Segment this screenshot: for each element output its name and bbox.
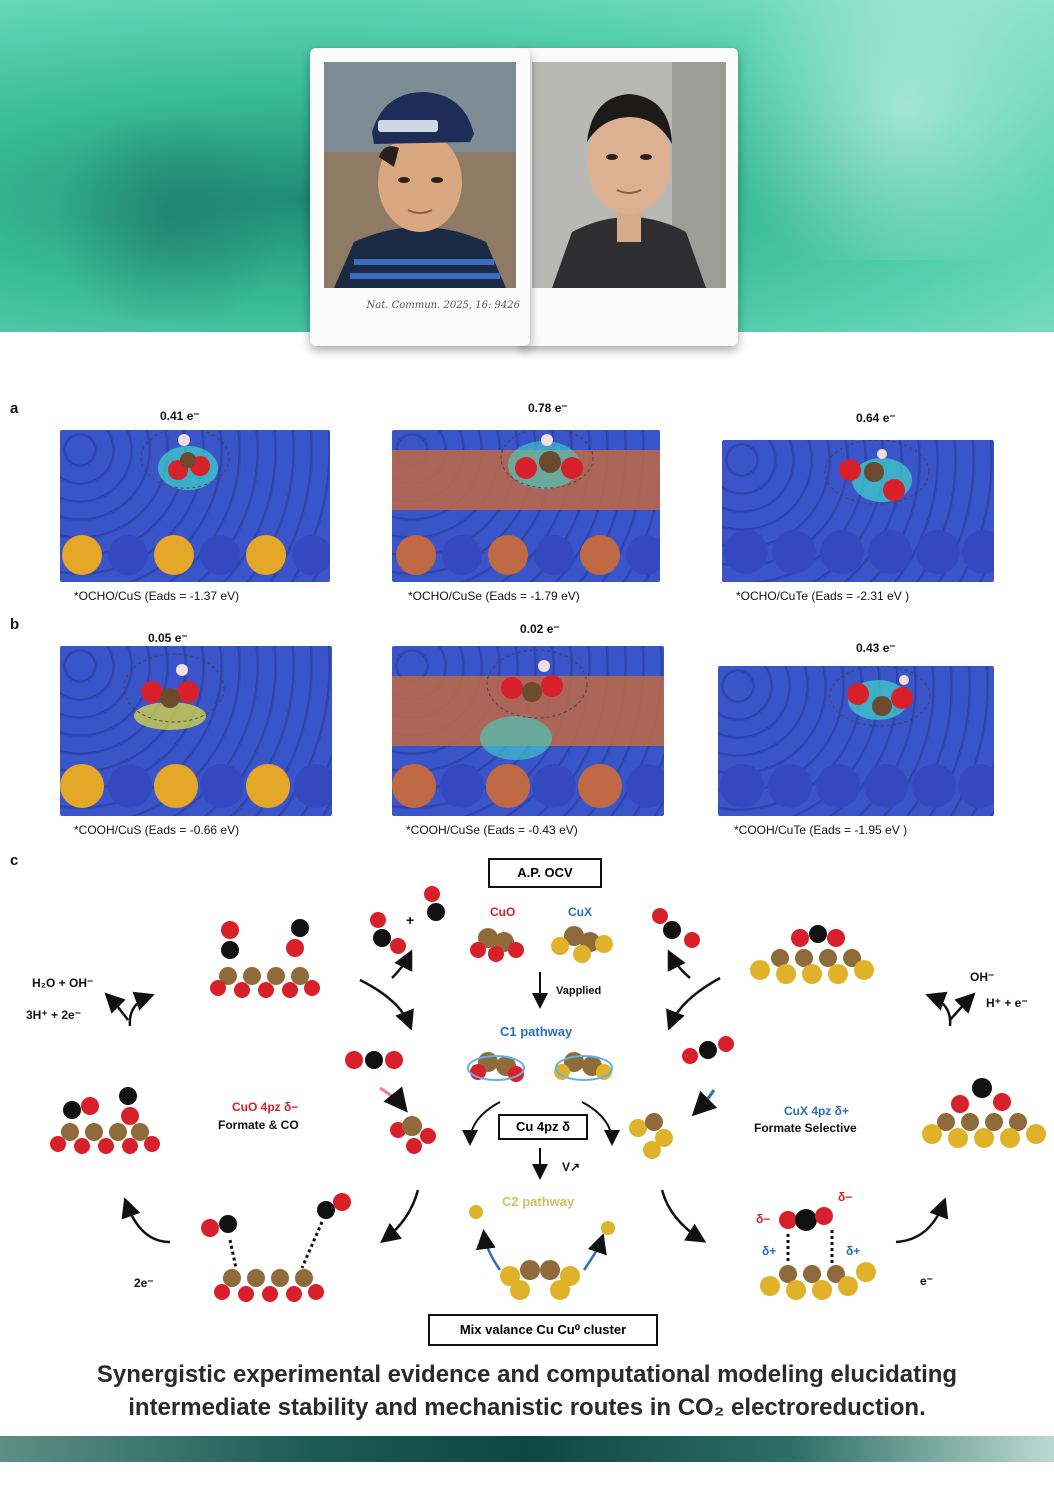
box-ap-ocv: A.P. OCV <box>488 858 602 888</box>
structure-ocho-cute <box>722 440 994 582</box>
left-reaction-2: 3H⁺ + 2e⁻ <box>26 1008 82 1022</box>
delta-plus-left: δ+ <box>762 1244 777 1258</box>
right-electrons: e⁻ <box>920 1274 934 1288</box>
cux-cluster-right-mid <box>922 1078 1046 1148</box>
label-ocho-cute: *OCHO/CuTe (Eads = -2.31 eV ) <box>736 589 910 603</box>
label-ocho-cuse: *OCHO/CuSe (Eads = -1.79 eV) <box>408 589 580 603</box>
figure-caption: Synergistic experimental evidence and co… <box>20 1358 1034 1424</box>
charge-cooh-cuse: 0.02 e⁻ <box>520 622 560 636</box>
charge-cooh-cute: 0.43 e⁻ <box>856 641 896 655</box>
box-mix-valence: Mix valance Cu Cu⁰ cluster <box>428 1314 658 1346</box>
portrait-photo-2 <box>532 62 726 288</box>
box-cu-4pz: Cu 4pz δ <box>498 1114 588 1140</box>
panel-label-c: c <box>10 852 19 869</box>
cuo-cluster-left-bottom <box>201 1193 351 1302</box>
charge-ocho-cuse: 0.78 e⁻ <box>528 401 568 415</box>
mechanism-schematic <box>50 886 1046 1302</box>
structure-cooh-cuse <box>392 646 664 816</box>
panel-label-a: a <box>10 400 19 417</box>
cuo-cluster-left-mid <box>50 1087 160 1154</box>
cux-cluster-right-top <box>750 925 874 984</box>
polaroid-photo-2 <box>520 48 738 346</box>
right-subtitle: Formate Selective <box>754 1121 857 1135</box>
charge-ocho-cute: 0.64 e⁻ <box>856 411 896 425</box>
label-c2-pathway: C2 pathway <box>502 1194 575 1209</box>
label-cooh-cus: *COOH/CuS (Eads = -0.66 eV) <box>74 823 240 837</box>
delta-minus-right: δ− <box>838 1190 853 1204</box>
footer-band <box>0 1436 1054 1462</box>
caption-line-2: intermediate stability and mechanistic r… <box>128 1394 926 1421</box>
label-v-applied: Vapplied <box>556 985 602 997</box>
caption-line-1: Synergistic experimental evidence and co… <box>96 1361 958 1388</box>
right-title: CuX 4pz δ+ <box>784 1104 849 1118</box>
delta-minus-left: δ− <box>756 1212 771 1226</box>
structure-ocho-cuse <box>392 430 660 582</box>
label-c1-pathway: C1 pathway <box>500 1024 573 1039</box>
panel-label-b: b <box>10 616 20 633</box>
label-cuo: CuO <box>490 905 516 919</box>
structure-ocho-cus <box>60 430 330 582</box>
label-cooh-cute: *COOH/CuTe (Eads = -1.95 eV ) <box>734 823 908 837</box>
left-subtitle: Formate & CO <box>218 1118 299 1132</box>
portrait-photo-1 <box>324 62 516 288</box>
right-reaction-1: OH⁻ <box>970 970 995 984</box>
label-cooh-cuse: *COOH/CuSe (Eads = -0.43 eV) <box>406 823 578 837</box>
cux-cluster-top <box>551 926 613 963</box>
polaroid-photo-1: Nat. Commun. 2025, 16: 9426 <box>310 48 530 346</box>
delta-plus-right: δ+ <box>846 1244 861 1258</box>
structure-cooh-cute <box>718 666 994 816</box>
cuo-cluster-left-top <box>210 919 320 998</box>
cux-cluster-right-bottom <box>760 1207 876 1300</box>
photo-caption: Nat. Commun. 2025, 16: 9426 <box>366 300 521 311</box>
cuo-cluster-top <box>470 928 524 962</box>
label-cux: CuX <box>568 905 592 919</box>
left-electrons: 2e⁻ <box>134 1276 154 1290</box>
structure-cooh-cus <box>60 646 332 816</box>
plus-sign: + <box>406 912 415 928</box>
right-reaction-2: H⁺ + e⁻ <box>986 996 1028 1010</box>
charge-cooh-cus: 0.05 e⁻ <box>148 631 188 645</box>
left-reaction-1: H₂O + OH⁻ <box>32 976 94 990</box>
label-ocho-cus: *OCHO/CuS (Eads = -1.37 eV) <box>74 589 240 603</box>
charge-ocho-cus: 0.41 e⁻ <box>160 409 200 423</box>
left-title: CuO 4pz δ− <box>232 1100 299 1114</box>
label-v-arrow: V↗ <box>562 1160 581 1174</box>
